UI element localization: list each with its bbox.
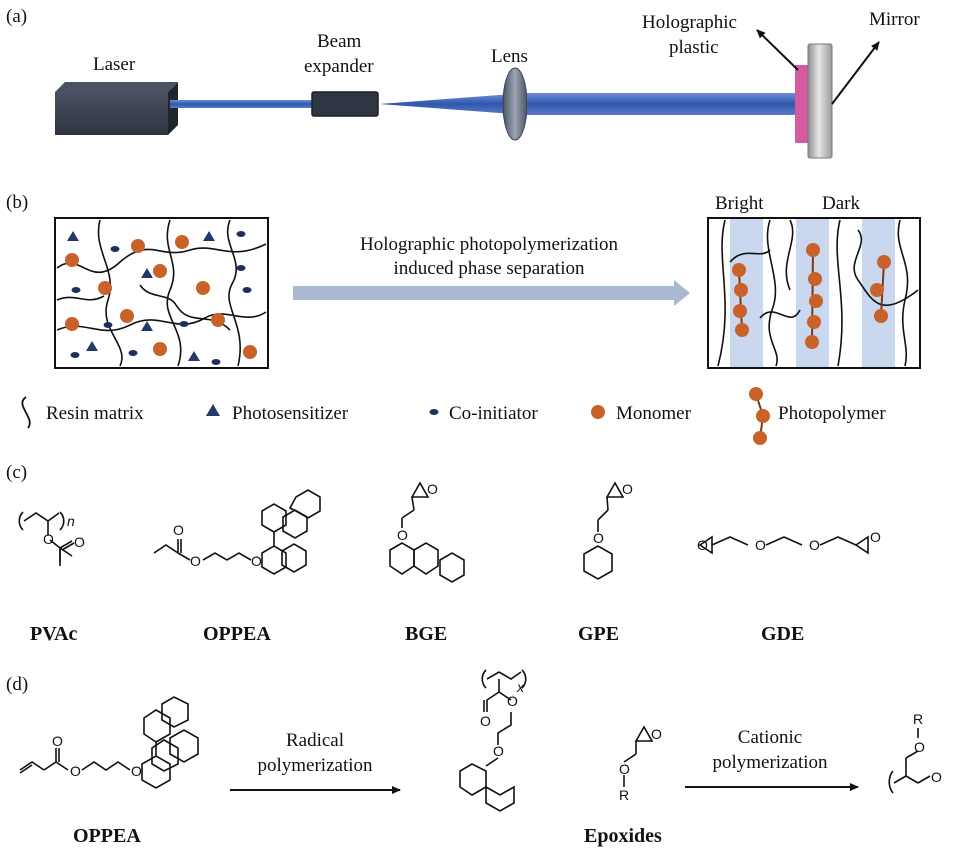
cationic-label-1: Cationic <box>738 727 802 748</box>
pvac-subscript: n <box>67 513 75 529</box>
polyether-structure <box>888 728 931 794</box>
lens-label: Lens <box>491 46 528 67</box>
bge-O2: O <box>397 527 408 543</box>
process-arrow <box>293 280 690 306</box>
polyether-R: R <box>913 711 923 727</box>
d-oppea-O3: O <box>131 763 142 779</box>
laser-beam-wide <box>527 93 795 115</box>
gpe-structure <box>583 481 625 580</box>
holographic-plastic-arrow <box>756 29 799 71</box>
name-gde: GDE <box>761 623 804 645</box>
gde-O2: O <box>755 537 766 553</box>
radical-label-2: polymerization <box>257 755 373 776</box>
legend-monomer: Monomer <box>616 403 692 424</box>
co-initiator-icon <box>429 409 439 415</box>
epoxide-O2: O <box>619 761 630 777</box>
gde-O4: O <box>870 529 881 545</box>
mirror <box>807 43 833 159</box>
legend-photosensitizer: Photosensitizer <box>232 403 349 424</box>
mirror-arrow <box>831 41 880 105</box>
holographic-label-1: Holographic <box>642 12 737 33</box>
cationic-label-2: polymerization <box>712 752 828 773</box>
gpe-O1: O <box>622 481 633 497</box>
holographic-plastic <box>795 65 809 143</box>
oppea-monomer-structure <box>19 709 199 789</box>
panel-d: (d) O O O OPPEA Radical polymerization <box>6 669 942 847</box>
panel-a: (a) Laser Beam expander Lens Holographic… <box>6 6 920 159</box>
mirror-label: Mirror <box>869 9 920 30</box>
lens <box>502 67 528 141</box>
oppea-O2: O <box>190 553 201 569</box>
poly-O2: O <box>507 693 518 709</box>
laser <box>55 82 178 135</box>
bright-label: Bright <box>715 193 764 214</box>
poly-subscript: x <box>516 679 525 695</box>
d-oppea-name: OPPEA <box>73 825 141 847</box>
beam-expander <box>311 91 379 117</box>
epoxide-R: R <box>619 787 629 803</box>
legend-resin: Resin matrix <box>46 403 144 424</box>
epoxide-structure <box>623 725 654 787</box>
d-oppea-O1: O <box>52 733 63 749</box>
laser-beam-narrow <box>170 100 312 108</box>
panel-a-label: (a) <box>6 6 27 27</box>
name-bge: BGE <box>405 623 447 645</box>
gde-structure <box>698 535 869 555</box>
name-oppea: OPPEA <box>203 623 271 645</box>
holographic-label-2: plastic <box>669 37 719 58</box>
epoxides-name: Epoxides <box>584 825 662 847</box>
phase-separated-box <box>707 217 921 369</box>
photosensitizer-icon <box>206 404 220 416</box>
panel-d-label: (d) <box>6 674 28 695</box>
panel-c-label: (c) <box>6 462 27 483</box>
oppea-structure <box>153 503 308 575</box>
epoxide-O1: O <box>651 726 662 742</box>
oppea-O1: O <box>173 522 184 538</box>
panel-c: (c) n O O <box>6 462 881 645</box>
oppea-O3: O <box>251 553 262 569</box>
panel-b: (b) <box>6 192 921 445</box>
oppea-monomer-rings <box>151 696 189 772</box>
radical-label-1: Radical <box>286 730 344 751</box>
name-pvac: PVAc <box>30 623 78 645</box>
beam-expander-label-2: expander <box>304 56 374 77</box>
bge-O1: O <box>427 481 438 497</box>
process-label-2: induced phase separation <box>394 258 585 279</box>
legend-coinitiator: Co-initiator <box>449 403 538 424</box>
poly-oppea-structure <box>459 669 527 812</box>
poly-O1: O <box>480 713 491 729</box>
photopolymer-icon <box>749 387 770 445</box>
gde-O3: O <box>809 537 820 553</box>
d-oppea-O2: O <box>70 763 81 779</box>
bge-structure <box>389 481 465 583</box>
mixture-box <box>54 217 269 369</box>
laser-label: Laser <box>93 54 136 75</box>
gde-O1: O <box>697 537 708 553</box>
monomer-icon <box>591 405 605 419</box>
poly-O3: O <box>493 743 504 759</box>
legend: Resin matrix Photosensitizer Co-initiato… <box>21 387 886 445</box>
beam-expander-label-1: Beam <box>317 31 362 52</box>
pvac-O2: O <box>74 534 85 550</box>
name-gpe: GPE <box>578 623 619 645</box>
dark-label: Dark <box>822 193 860 214</box>
pvac-O1: O <box>43 531 54 547</box>
polyether-O2: O <box>931 769 942 785</box>
polyether-O1: O <box>914 739 925 755</box>
legend-photopolymer: Photopolymer <box>778 403 886 424</box>
gpe-O2: O <box>593 530 604 546</box>
process-label-1: Holographic photopolymerization <box>360 234 619 255</box>
pvac-structure <box>18 511 75 566</box>
oppea-rings <box>281 489 321 573</box>
panel-b-label: (b) <box>6 192 28 213</box>
resin-matrix-icon <box>21 396 31 429</box>
laser-beam-cone <box>380 94 513 114</box>
